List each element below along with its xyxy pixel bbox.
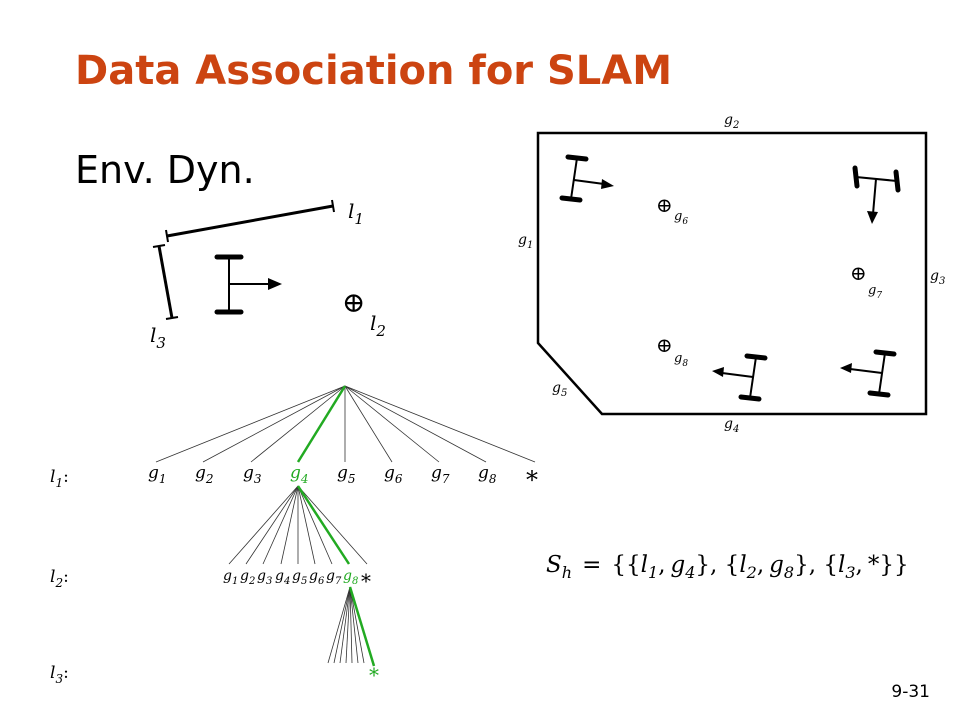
tree-level-label-l1: l1: bbox=[50, 467, 69, 490]
landmark-label-g6: g6 bbox=[674, 209, 688, 227]
local-scene: l1 l3 ⊕ l2 bbox=[150, 199, 386, 352]
tree-selected-edge-g4 bbox=[296, 385, 347, 463]
tree-node-l2-g7: g7 bbox=[326, 568, 342, 587]
slide-title: Data Association for SLAM bbox=[75, 48, 673, 94]
robot-pose-3 bbox=[712, 353, 768, 402]
wall-label-g5: g5 bbox=[552, 380, 567, 399]
tree-node-l2-g5: g5 bbox=[292, 568, 307, 587]
environment-map: g2 g1 g3 g5 g4 ⊕ g6 ⊕ g7 ⊕ g8 bbox=[518, 112, 945, 435]
observed-line-l1 bbox=[165, 199, 335, 243]
tree-edges-level2 bbox=[228, 485, 368, 565]
tree-node-l1-g3: g3 bbox=[243, 463, 262, 486]
tree-node-l2-g4: g4 bbox=[275, 568, 290, 587]
tree-selected-edge-g8 bbox=[296, 485, 351, 565]
robot-local bbox=[214, 254, 282, 315]
tree-edges-level1 bbox=[155, 385, 536, 463]
wall-label-g3: g3 bbox=[930, 268, 945, 287]
tree-node-l2-g8: g8 bbox=[343, 568, 358, 587]
landmark-label-g8: g8 bbox=[674, 351, 688, 369]
tree-node-l1-g4: g4 bbox=[290, 463, 309, 486]
slide-subtitle: Env. Dyn. bbox=[75, 148, 255, 192]
observed-line-l3 bbox=[152, 244, 179, 320]
tree-node-l3-star: * bbox=[369, 663, 379, 687]
tree-node-l1-g6: g6 bbox=[384, 463, 403, 486]
tree-node-l1-star: * bbox=[526, 466, 538, 494]
tree-node-l2-star: * bbox=[361, 569, 371, 593]
tree-level-label-l2: l2: bbox=[50, 567, 69, 590]
tree-level-label-l3: l3: bbox=[50, 663, 69, 686]
wall-label-g4: g4 bbox=[724, 416, 739, 435]
wall-label-g2: g2 bbox=[724, 112, 739, 131]
page-number: 9-31 bbox=[891, 682, 930, 702]
landmark-symbol-g6: ⊕ bbox=[656, 193, 673, 217]
tree-node-l2-g1: g1 bbox=[223, 568, 238, 587]
observed-line-label-l1: l1 bbox=[348, 199, 364, 228]
observed-line-label-l3: l3 bbox=[150, 323, 166, 352]
hypothesis-formula: Sh={{l1,g4}, {l2,g8}, {l3,*}} bbox=[546, 552, 909, 582]
interpretation-tree: l1: l2: l3: g1 g2 g3 g4 g5 g6 g7 g8 * g1… bbox=[50, 385, 538, 687]
robot-pose-4 bbox=[840, 349, 897, 398]
tree-selected-edge-star bbox=[348, 586, 376, 667]
tree-node-l2-g3: g3 bbox=[257, 568, 272, 587]
tree-edges-level3 bbox=[327, 586, 365, 664]
landmark-label-g7: g7 bbox=[868, 283, 882, 301]
observed-point-symbol-l2: ⊕ bbox=[342, 286, 365, 319]
robot-pose-2 bbox=[852, 165, 901, 224]
tree-node-l2-g2: g2 bbox=[240, 568, 255, 587]
tree-node-l1-g7: g7 bbox=[431, 463, 450, 486]
landmark-symbol-g7: ⊕ bbox=[850, 261, 867, 285]
tree-node-l2-g6: g6 bbox=[309, 568, 325, 587]
observed-point-label-l2: l2 bbox=[370, 311, 386, 340]
robot-pose-1 bbox=[559, 154, 614, 203]
tree-node-l1-g2: g2 bbox=[195, 463, 214, 486]
tree-node-l1-g5: g5 bbox=[337, 463, 356, 486]
wall-label-g1: g1 bbox=[518, 232, 533, 251]
landmark-symbol-g8: ⊕ bbox=[656, 333, 673, 357]
tree-node-l1-g8: g8 bbox=[478, 463, 497, 486]
tree-node-l1-g1: g1 bbox=[148, 463, 167, 486]
map-boundary bbox=[536, 131, 928, 416]
